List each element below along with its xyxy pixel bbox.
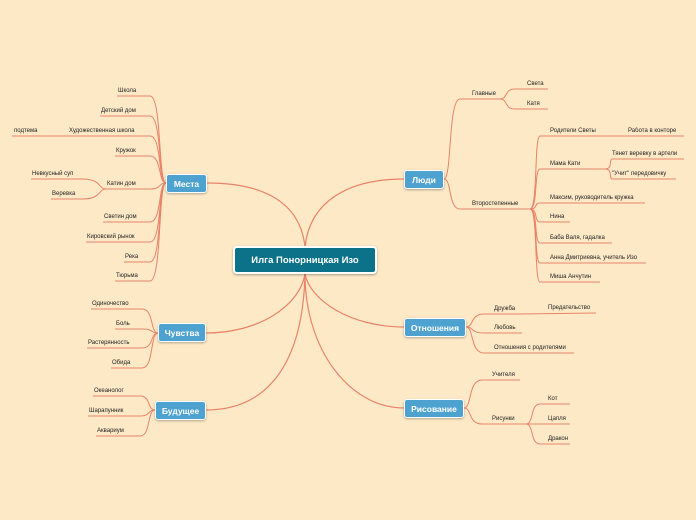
- connector-line: [81, 178, 107, 190]
- future-item[interactable]: Шарапунник: [89, 408, 124, 414]
- connector-line: [499, 88, 516, 100]
- feeling-item[interactable]: Одиночество: [92, 301, 129, 307]
- feeling-item[interactable]: Боль: [116, 321, 130, 327]
- relation-item[interactable]: Любовь: [494, 325, 516, 331]
- central-connector: [304, 273, 405, 409]
- connector-line: [443, 178, 461, 210]
- connector-line: [529, 208, 541, 283]
- feeling-item[interactable]: Растерянность: [88, 340, 130, 346]
- place-item[interactable]: Светин дом: [104, 214, 137, 220]
- connector-line: [141, 332, 159, 369]
- secondary-character[interactable]: Нина: [550, 214, 565, 220]
- friendship-subitem[interactable]: Предательство: [548, 305, 591, 311]
- connector-line: [519, 312, 597, 315]
- secondary-character[interactable]: Максим, руководитель кружка: [550, 195, 634, 201]
- relation-item[interactable]: Дружба: [494, 306, 516, 312]
- topic-otnosheniya[interactable]: Отношения: [404, 318, 466, 337]
- connector-line: [604, 158, 613, 170]
- place-item[interactable]: Школа: [118, 88, 137, 94]
- connector-line: [149, 155, 167, 184]
- drawing-item[interactable]: Цапля: [548, 416, 566, 422]
- drawing-item[interactable]: Кот: [548, 396, 558, 402]
- connector-line: [463, 379, 483, 409]
- connector-line: [604, 168, 613, 180]
- connector-line: [139, 395, 156, 411]
- place-item[interactable]: Катин дом: [107, 181, 136, 187]
- art-school-subtopic[interactable]: подтема: [14, 128, 38, 134]
- main-character[interactable]: Катя: [527, 101, 540, 107]
- place-item[interactable]: Тюрьма: [116, 273, 138, 279]
- connector-line: [139, 409, 156, 437]
- katin-dom-subitem[interactable]: Веревка: [52, 191, 76, 197]
- mama-subitem[interactable]: "Учит" передовичку: [612, 171, 667, 177]
- katin-dom-subitem[interactable]: Невкусный суп: [32, 171, 74, 177]
- central-topic[interactable]: Илга Понорницкая Изо: [233, 246, 377, 274]
- people-secondary-label[interactable]: Второстепенные: [472, 201, 519, 207]
- people-main-label[interactable]: Главные: [472, 91, 496, 97]
- place-item[interactable]: Художественная школа: [69, 128, 135, 134]
- topic-chuvstva[interactable]: Чувства: [158, 323, 206, 342]
- topic-lyudi[interactable]: Люди: [404, 170, 444, 189]
- secondary-character[interactable]: Родители Светы: [550, 128, 596, 134]
- secondary-character[interactable]: Мама Кати: [550, 161, 581, 167]
- drawing-teacher[interactable]: Учителя: [492, 372, 515, 378]
- parents-subitem[interactable]: Работа в конторе: [628, 128, 677, 134]
- connector-line: [443, 98, 461, 180]
- place-item[interactable]: Кружок: [116, 148, 136, 154]
- relation-item[interactable]: Отношения с родителями: [494, 345, 566, 351]
- topic-budushchee[interactable]: Будущее: [155, 401, 206, 420]
- central-connector: [205, 273, 306, 334]
- future-item[interactable]: Океанолог: [94, 388, 124, 394]
- connector-line: [465, 313, 485, 328]
- central-connector: [304, 178, 405, 248]
- connector-line: [149, 135, 167, 184]
- secondary-character[interactable]: Миша Анчутин: [550, 274, 592, 280]
- connector-line: [499, 98, 516, 110]
- connector-line: [463, 407, 483, 425]
- topic-risovanie[interactable]: Рисование: [404, 399, 464, 418]
- connector-line: [465, 326, 485, 354]
- place-item[interactable]: Кировский рынок: [87, 234, 135, 240]
- main-character[interactable]: Света: [527, 81, 544, 87]
- place-item[interactable]: Река: [125, 254, 139, 260]
- central-connector: [304, 273, 405, 328]
- connector-line: [525, 403, 541, 425]
- mama-subitem[interactable]: Тянет веревку в артели: [612, 151, 678, 157]
- place-item[interactable]: Детский дом: [101, 108, 136, 114]
- connector-line: [525, 423, 541, 445]
- drawings-label[interactable]: Рисунки: [492, 416, 515, 422]
- connector-line: [149, 182, 167, 282]
- drawing-item[interactable]: Дракон: [548, 436, 569, 442]
- secondary-character[interactable]: Анна Дмитриевна, учитель Изо: [550, 255, 638, 261]
- connector-line: [81, 188, 107, 200]
- connector-line: [529, 168, 541, 210]
- topic-mesta[interactable]: Места: [166, 174, 207, 193]
- central-connector: [206, 182, 306, 248]
- connector-line: [141, 308, 159, 334]
- future-item[interactable]: Аквариум: [97, 428, 124, 434]
- central-connector: [205, 273, 306, 411]
- feeling-item[interactable]: Обида: [112, 360, 131, 366]
- secondary-character[interactable]: Баба Валя, гадалка: [550, 235, 605, 241]
